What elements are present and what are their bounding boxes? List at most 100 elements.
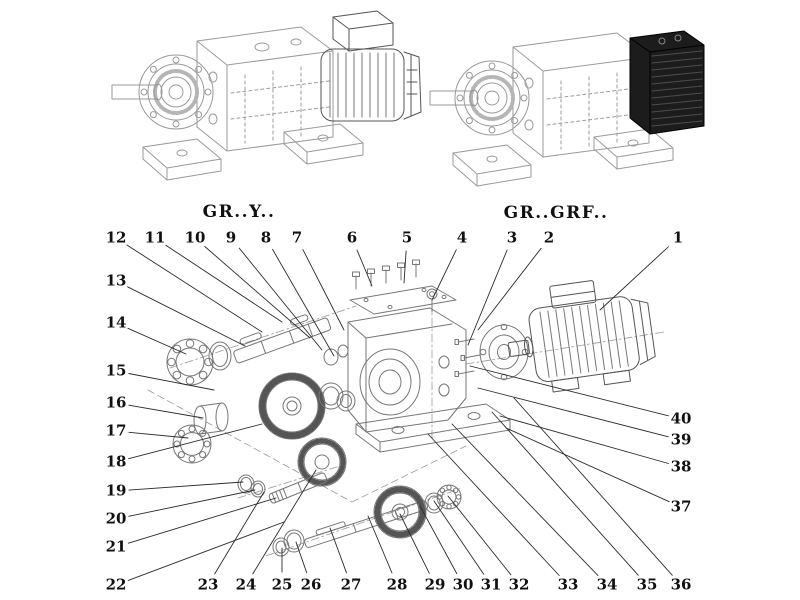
leader-line-39 xyxy=(477,387,669,438)
leader-line-14 xyxy=(127,327,187,355)
leader-line-23 xyxy=(214,491,265,575)
callout-7: 7 xyxy=(291,228,303,247)
part-pinion-shaft xyxy=(268,472,328,504)
part-cover-bolts xyxy=(352,259,420,290)
callout-20: 20 xyxy=(105,509,127,528)
part-input-shaft xyxy=(233,314,332,364)
model-label-gr-y: GR..Y.. xyxy=(202,202,276,222)
callout-10: 10 xyxy=(184,228,206,247)
leader-lines-layer xyxy=(126,244,673,581)
leader-line-24 xyxy=(252,469,317,575)
callout-13: 13 xyxy=(105,271,127,290)
callout-36: 36 xyxy=(670,575,692,594)
leader-line-37 xyxy=(505,427,670,503)
leader-line-31 xyxy=(433,500,485,575)
part-cover-plate xyxy=(349,285,457,315)
part-motor-flange xyxy=(479,323,529,381)
callout-28: 28 xyxy=(386,575,408,594)
callout-1: 1 xyxy=(672,228,684,247)
callout-11: 11 xyxy=(144,228,166,247)
callout-37: 37 xyxy=(670,497,692,516)
leader-line-26 xyxy=(295,541,308,574)
leader-line-2 xyxy=(477,247,542,331)
part-washers-mid xyxy=(318,344,356,412)
leader-line-9 xyxy=(238,247,323,351)
part-gear-output xyxy=(373,485,427,539)
callout-5: 5 xyxy=(401,228,413,247)
figure-gr-grf-drawing xyxy=(429,32,674,187)
leader-line-27 xyxy=(329,527,347,574)
callout-40: 40 xyxy=(670,409,692,428)
leader-line-38 xyxy=(499,415,669,464)
leader-line-8 xyxy=(272,248,335,357)
leader-line-19 xyxy=(128,481,244,491)
leader-line-7 xyxy=(302,249,345,331)
leader-line-29 xyxy=(399,513,430,574)
leader-line-3 xyxy=(467,249,508,346)
callout-39: 39 xyxy=(670,430,692,449)
part-gear-large xyxy=(258,372,326,440)
callout-29: 29 xyxy=(424,575,446,594)
callout-35: 35 xyxy=(636,575,658,594)
part-output-rings xyxy=(272,492,444,557)
exploded-view xyxy=(147,259,665,557)
callout-18: 18 xyxy=(105,452,127,471)
callout-12: 12 xyxy=(105,228,127,247)
callout-6: 6 xyxy=(346,228,358,247)
callout-32: 32 xyxy=(508,575,530,594)
part-bearing-output xyxy=(436,484,462,510)
leader-line-22 xyxy=(127,521,285,581)
callout-31: 31 xyxy=(480,575,502,594)
leader-line-6 xyxy=(356,249,373,287)
part-rings-small xyxy=(237,474,266,498)
callout-2: 2 xyxy=(543,228,555,247)
part-bearing-left xyxy=(172,424,212,464)
figure-gr-y-motor xyxy=(320,10,422,122)
leader-line-34 xyxy=(451,423,599,577)
leader-line-4 xyxy=(431,249,457,301)
leader-line-40 xyxy=(469,365,669,417)
leader-line-15 xyxy=(128,373,215,391)
leader-line-1 xyxy=(599,246,669,311)
callout-27: 27 xyxy=(340,575,362,594)
callout-38: 38 xyxy=(670,457,692,476)
leader-line-32 xyxy=(447,495,512,576)
leader-line-28 xyxy=(367,515,393,574)
callout-24: 24 xyxy=(235,575,257,594)
callout-30: 30 xyxy=(452,575,474,594)
callout-33: 33 xyxy=(557,575,579,594)
leader-line-16 xyxy=(128,404,204,419)
leader-line-18 xyxy=(128,423,263,460)
callout-21: 21 xyxy=(105,537,127,556)
leader-line-21 xyxy=(127,497,277,544)
callout-19: 19 xyxy=(105,481,127,500)
model-label-gr-grf: GR..GRF.. xyxy=(503,203,609,223)
callout-9: 9 xyxy=(225,228,237,247)
callout-25: 25 xyxy=(271,575,293,594)
part-housing xyxy=(347,307,511,453)
leader-line-20 xyxy=(128,489,256,517)
part-motor xyxy=(507,280,656,393)
callout-16: 16 xyxy=(105,393,127,412)
leader-line-13 xyxy=(127,286,246,347)
callout-26: 26 xyxy=(300,575,322,594)
leader-line-30 xyxy=(419,505,458,575)
callout-4: 4 xyxy=(456,228,468,247)
part-studs xyxy=(454,338,481,377)
part-bearing-input xyxy=(166,338,214,386)
figure-gr-y-drawing xyxy=(111,26,364,181)
leader-line-10 xyxy=(204,246,311,339)
callout-22: 22 xyxy=(105,575,127,594)
callout-23: 23 xyxy=(197,575,219,594)
figure-gr-grf-motor-block xyxy=(629,30,705,135)
callout-14: 14 xyxy=(105,313,127,332)
callout-17: 17 xyxy=(105,421,127,440)
callout-34: 34 xyxy=(596,575,618,594)
leader-line-35 xyxy=(491,411,639,576)
part-gear-intermediate xyxy=(297,437,347,487)
part-output-shaft xyxy=(304,500,429,548)
leader-line-36 xyxy=(513,397,673,576)
leader-line-5 xyxy=(403,250,407,284)
